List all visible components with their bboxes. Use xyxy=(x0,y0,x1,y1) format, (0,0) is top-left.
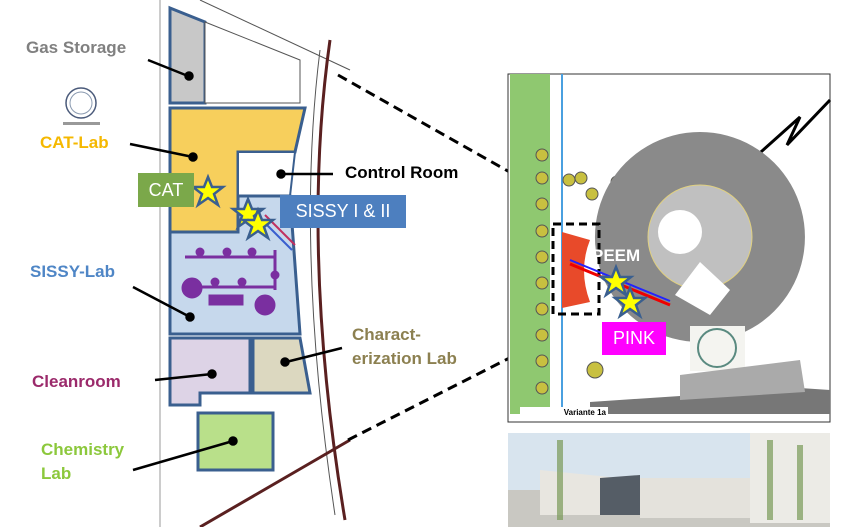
label-chemistry-line1: Chemistry xyxy=(41,440,125,459)
tag-peem: PEEM xyxy=(592,246,641,265)
variant-label: Variante 1a xyxy=(520,407,608,419)
tag-pink: PINK xyxy=(602,322,666,355)
label-control-room: Control Room xyxy=(345,163,459,182)
tag-sissy: SISSY I & II xyxy=(280,195,406,228)
north-arrow-icon xyxy=(750,98,832,162)
label-characterization-line2: erization Lab xyxy=(352,349,457,368)
label-gas-storage: Gas Storage xyxy=(26,38,127,57)
label-sissy-lab: SISSY-Lab xyxy=(30,262,116,281)
label-chemistry-line2: Lab xyxy=(41,464,72,483)
characterization-room xyxy=(251,336,312,395)
star-icon xyxy=(597,263,635,299)
label-cat-lab: CAT-Lab xyxy=(40,133,109,152)
star-icon xyxy=(611,284,649,320)
dashed-zoom-box xyxy=(551,222,601,316)
label-characterization-line1: Charact- xyxy=(352,325,421,344)
star-icon xyxy=(189,173,227,209)
gas-storage-room xyxy=(168,5,207,105)
tag-cat: CAT xyxy=(138,173,194,207)
star-icon xyxy=(239,206,277,242)
label-cleanroom: Cleanroom xyxy=(32,372,121,391)
storage-ring xyxy=(594,132,805,343)
